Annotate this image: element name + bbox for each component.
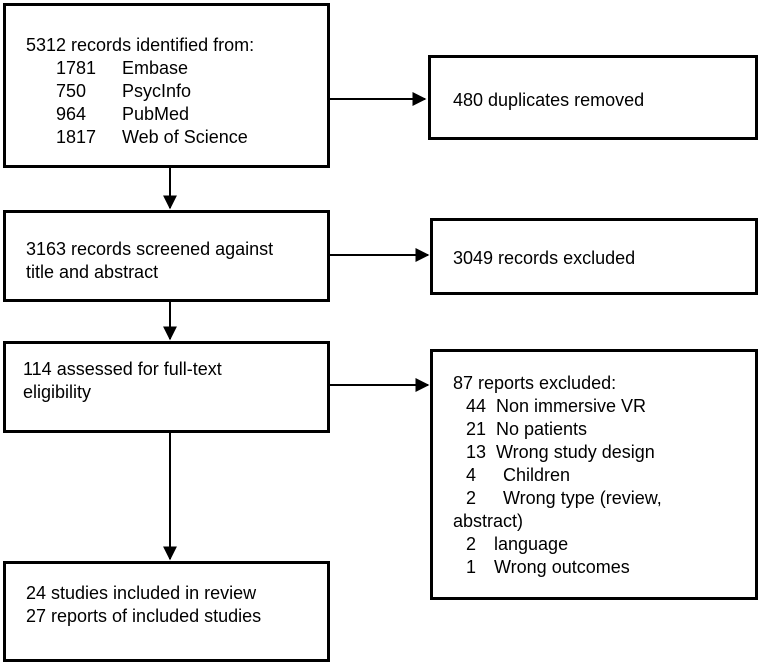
assessed-line-2: eligibility <box>23 382 92 402</box>
included-line-1: 24 studies included in review <box>26 583 257 603</box>
included-box: 24 studies included in review 27 reports… <box>3 561 330 662</box>
assessed-box: 114 assessed for full-text eligibility <box>3 341 330 433</box>
duplicates-box: 480 duplicates removed <box>428 55 758 140</box>
identified-title: 5312 records identified from: <box>26 35 255 55</box>
reports-excluded-title: 87 reports excluded: <box>453 373 617 393</box>
excluded-records-box: 3049 records excluded <box>430 218 758 295</box>
screened-line-2: title and abstract <box>26 262 159 282</box>
reason-wrong-type-wrap: abstract) <box>453 511 524 531</box>
screened-box: 3163 records screened against title and … <box>3 210 330 302</box>
duplicates-text: 480 duplicates removed <box>453 90 645 110</box>
excluded-records-text: 3049 records excluded <box>453 248 636 268</box>
assessed-line-1: 114 assessed for full-text <box>23 359 222 379</box>
included-line-2: 27 reports of included studies <box>26 606 262 626</box>
screened-line-1: 3163 records screened against <box>26 239 274 259</box>
